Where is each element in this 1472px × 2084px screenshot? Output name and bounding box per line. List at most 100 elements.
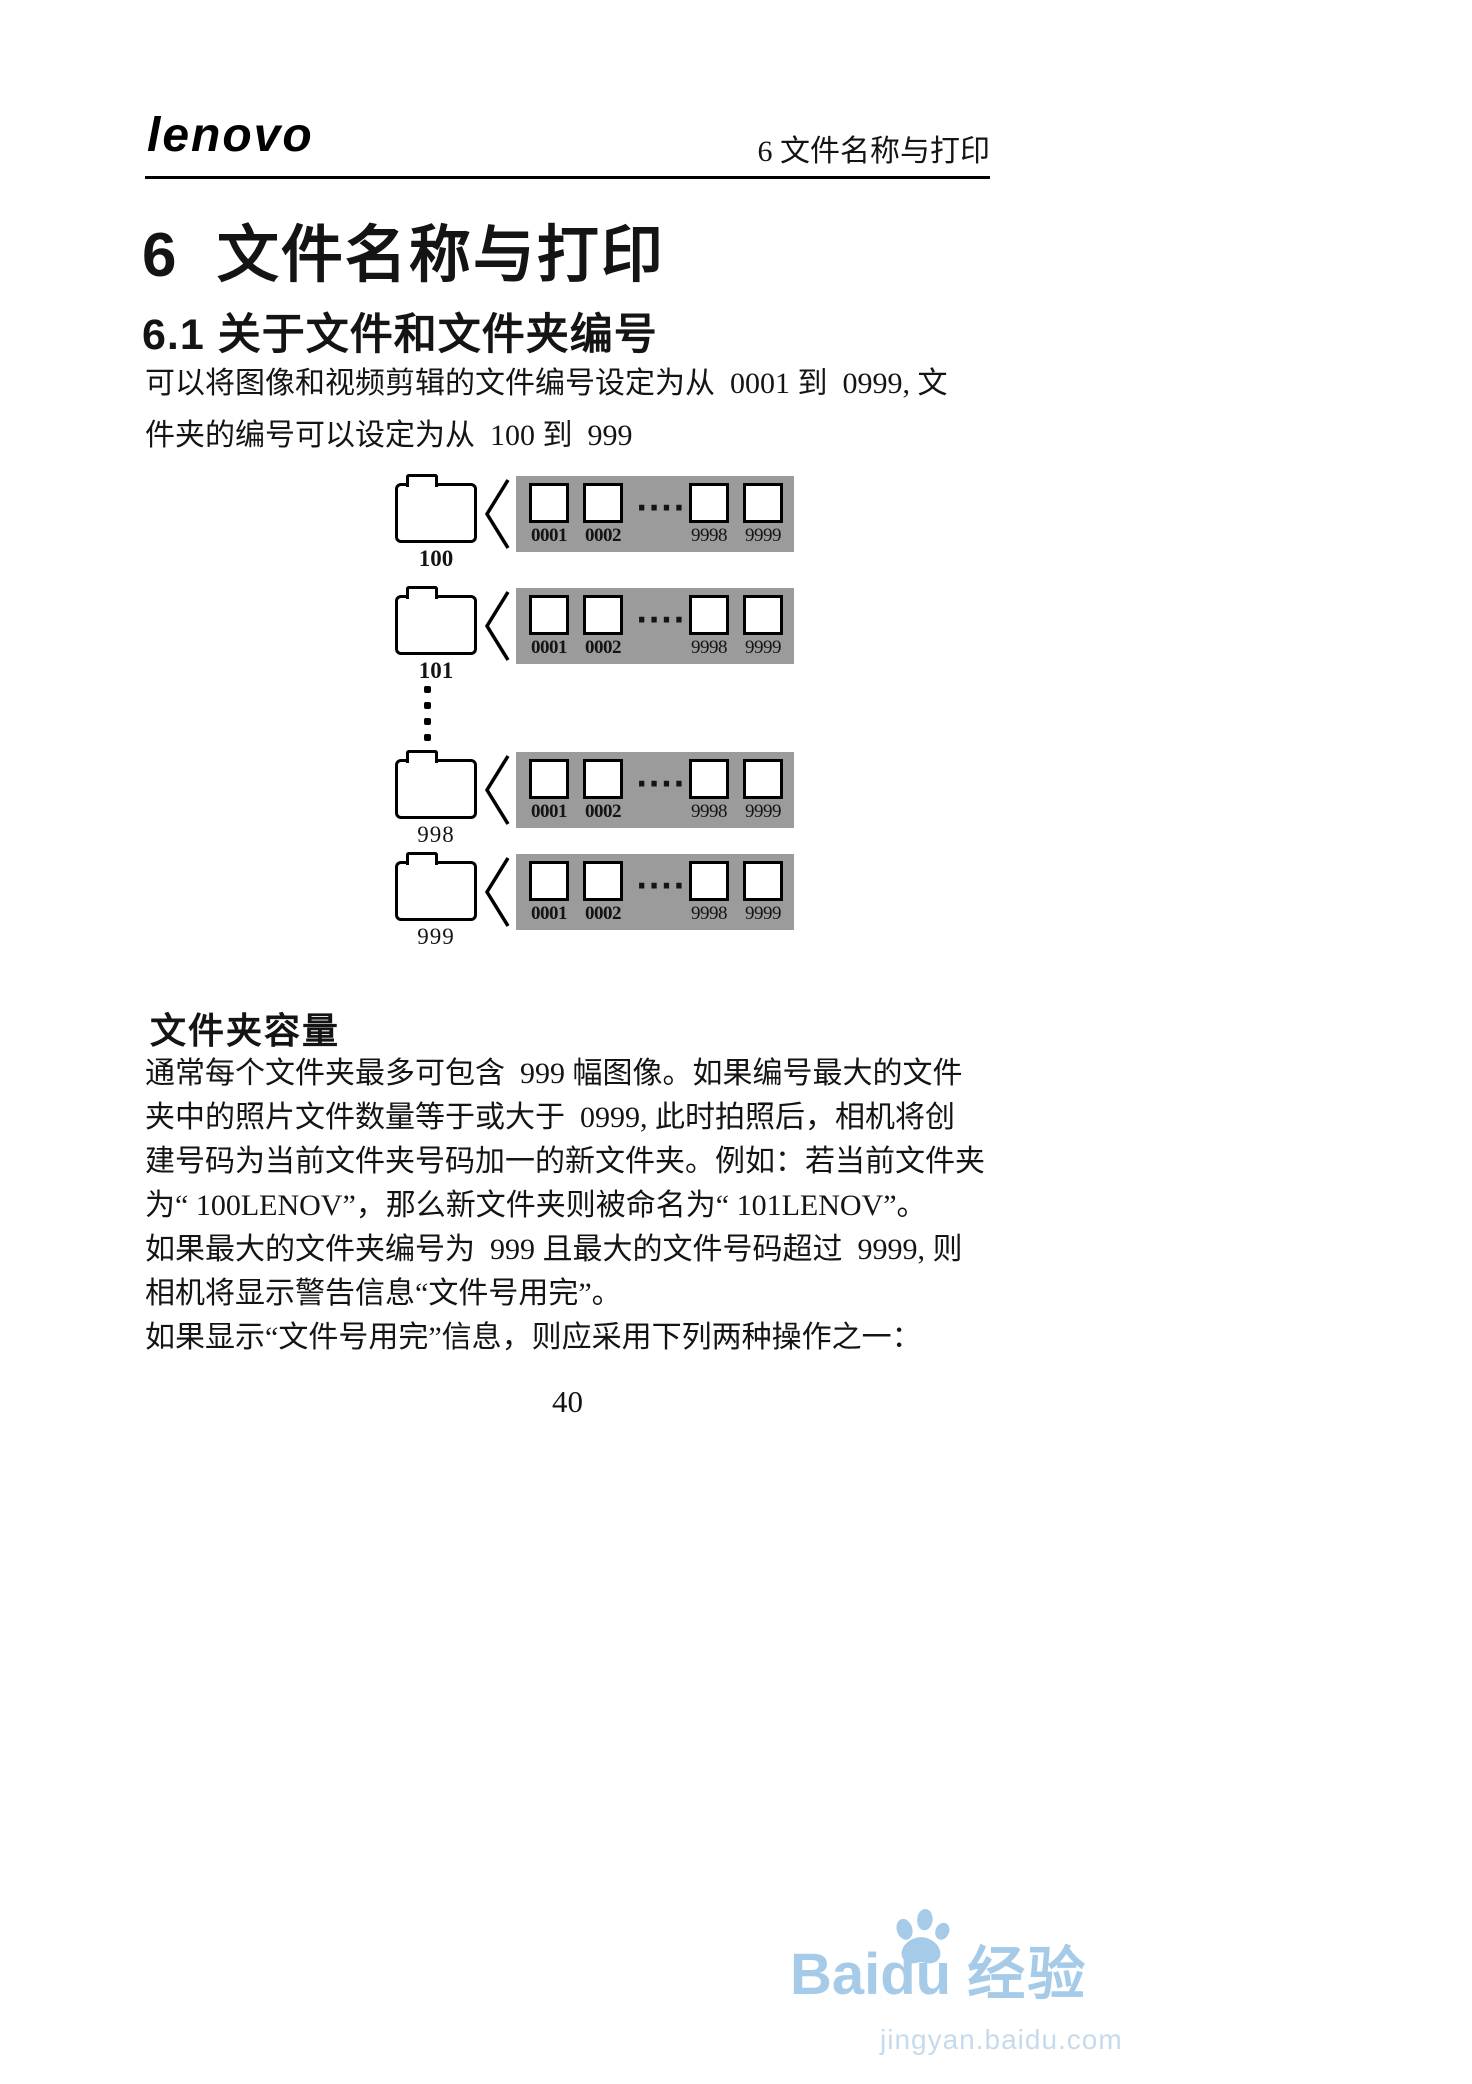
folder-column: 999	[392, 850, 480, 950]
file-square	[529, 483, 569, 523]
file-number-label: 9998	[691, 903, 728, 924]
page-number: 40	[552, 1384, 583, 1419]
vertical-ellipsis	[424, 686, 431, 750]
horizontal-ellipsis: ····	[636, 869, 686, 904]
paw-icon	[896, 1908, 950, 1964]
intro-line: 可以将图像和视频剪辑的文件编号设定为从 0001 到 0999, 文	[145, 367, 948, 400]
file-square	[743, 483, 783, 523]
file-cell: 9998	[688, 759, 730, 823]
file-cell: 0002	[582, 595, 624, 659]
file-number-label: 9998	[691, 637, 728, 658]
file-square	[583, 759, 623, 799]
file-cell: 0001	[528, 595, 570, 659]
file-square	[743, 759, 783, 799]
watermark-brand-latin: Baidu	[790, 1942, 952, 2007]
file-number-label: 0002	[585, 637, 622, 658]
file-cell: 0002	[582, 759, 624, 823]
horizontal-ellipsis: ····	[636, 491, 686, 526]
file-square	[529, 759, 569, 799]
file-square	[743, 861, 783, 901]
file-square	[583, 595, 623, 635]
file-number-label: 0002	[585, 525, 622, 546]
file-square	[689, 595, 729, 635]
file-number-label: 9998	[691, 801, 728, 822]
chapter-title: 6 文件名称与打印	[142, 221, 665, 290]
folder-icon	[395, 750, 477, 819]
file-number-label: 0002	[585, 801, 622, 822]
diagram-row: 998 0001 0002 ···· 9998 9999	[392, 748, 794, 848]
file-square	[689, 861, 729, 901]
left-angle-bracket-icon	[484, 755, 510, 825]
file-number-label: 0001	[531, 903, 568, 924]
capacity-line: 如果显示“文件号用完”信息，则应采用下列两种操作之一：	[145, 1321, 922, 1354]
folder-capacity-heading: 文件夹容量	[150, 1010, 341, 1051]
file-number-label: 0001	[531, 637, 568, 658]
intro-line: 件夹的编号可以设定为从 100 到 999	[145, 419, 633, 452]
file-cell: 9999	[742, 759, 784, 823]
watermark-url: jingyan.baidu.com	[880, 2024, 1123, 2055]
file-cell: 0002	[582, 861, 624, 925]
capacity-line: 为“ 100LENOV”，那么新文件夹则被命名为“ 101LENOV”。	[145, 1189, 927, 1222]
file-square	[529, 861, 569, 901]
folder-label: 101	[418, 658, 454, 683]
left-angle-bracket-icon	[484, 479, 510, 549]
capacity-paragraph: 通常每个文件夹最多可包含 999 幅图像。如果编号最大的文件 夹中的照片文件数量…	[145, 1052, 995, 1360]
file-number-label: 9999	[745, 903, 782, 924]
file-range-strip: 0001 0002 ···· 9998 9999	[516, 588, 794, 664]
capacity-line: 夹中的照片文件数量等于或大于 0999, 此时拍照后，相机将创	[145, 1101, 955, 1134]
diagram-row: 999 0001 0002 ···· 9998 9999	[392, 850, 794, 950]
header-rule	[145, 176, 990, 179]
file-square	[689, 759, 729, 799]
file-cell: 9998	[688, 861, 730, 925]
intro-paragraph: 可以将图像和视频剪辑的文件编号设定为从 0001 到 0999, 文 件夹的编号…	[145, 358, 995, 462]
file-square	[583, 861, 623, 901]
capacity-line: 相机将显示警告信息“文件号用完”。	[145, 1277, 622, 1310]
left-angle-bracket-icon	[484, 591, 510, 661]
file-square	[583, 483, 623, 523]
file-range-strip: 0001 0002 ···· 9998 9999	[516, 752, 794, 828]
diagram-row: 101 0001 0002 ···· 9998 9999	[392, 584, 794, 684]
capacity-line: 如果最大的文件夹编号为 999 且最大的文件号码超过 9999, 则	[145, 1233, 963, 1266]
file-cell: 9999	[742, 595, 784, 659]
folder-column: 101	[392, 584, 480, 684]
folder-label: 100	[418, 546, 454, 571]
watermark-brand-cn: 经验	[967, 1942, 1088, 2007]
file-range-strip: 0001 0002 ···· 9998 9999	[516, 476, 794, 552]
file-cell: 0002	[582, 483, 624, 547]
file-number-label: 9999	[745, 801, 782, 822]
left-angle-bracket-icon	[484, 857, 510, 927]
file-number-label: 0002	[585, 903, 622, 924]
file-number-label: 9999	[745, 637, 782, 658]
folder-icon	[395, 586, 477, 655]
file-cell: 9999	[742, 483, 784, 547]
file-cell: 0001	[528, 483, 570, 547]
file-cell: 9998	[688, 595, 730, 659]
file-cell: 9998	[688, 483, 730, 547]
lenovo-logo: lenovo	[147, 109, 314, 162]
capacity-line: 建号码为当前文件夹号码加一的新文件夹。例如：若当前文件夹	[145, 1145, 985, 1178]
folder-icon	[395, 474, 477, 543]
file-square	[689, 483, 729, 523]
folder-label: 998	[417, 822, 455, 847]
file-cell: 9999	[742, 861, 784, 925]
section-title: 6.1 关于文件和文件夹编号	[142, 311, 658, 359]
horizontal-ellipsis: ····	[636, 603, 686, 638]
file-square	[743, 595, 783, 635]
file-square	[529, 595, 569, 635]
folder-icon	[395, 852, 477, 921]
file-number-label: 0001	[531, 801, 568, 822]
header-chapter-title: 6 文件名称与打印	[757, 135, 991, 168]
file-range-strip: 0001 0002 ···· 9998 9999	[516, 854, 794, 930]
folder-label: 999	[417, 924, 455, 949]
file-number-label: 9998	[691, 525, 728, 546]
file-cell: 0001	[528, 759, 570, 823]
diagram-row: 100 0001 0002 ···· 9998 9999	[392, 472, 794, 572]
watermark-brand: Baidu 经验	[790, 1946, 1087, 2004]
folder-column: 998	[392, 748, 480, 848]
horizontal-ellipsis: ····	[636, 767, 686, 802]
folder-column: 100	[392, 472, 480, 572]
file-number-label: 9999	[745, 525, 782, 546]
file-number-label: 0001	[531, 525, 568, 546]
capacity-line: 通常每个文件夹最多可包含 999 幅图像。如果编号最大的文件	[145, 1057, 963, 1090]
